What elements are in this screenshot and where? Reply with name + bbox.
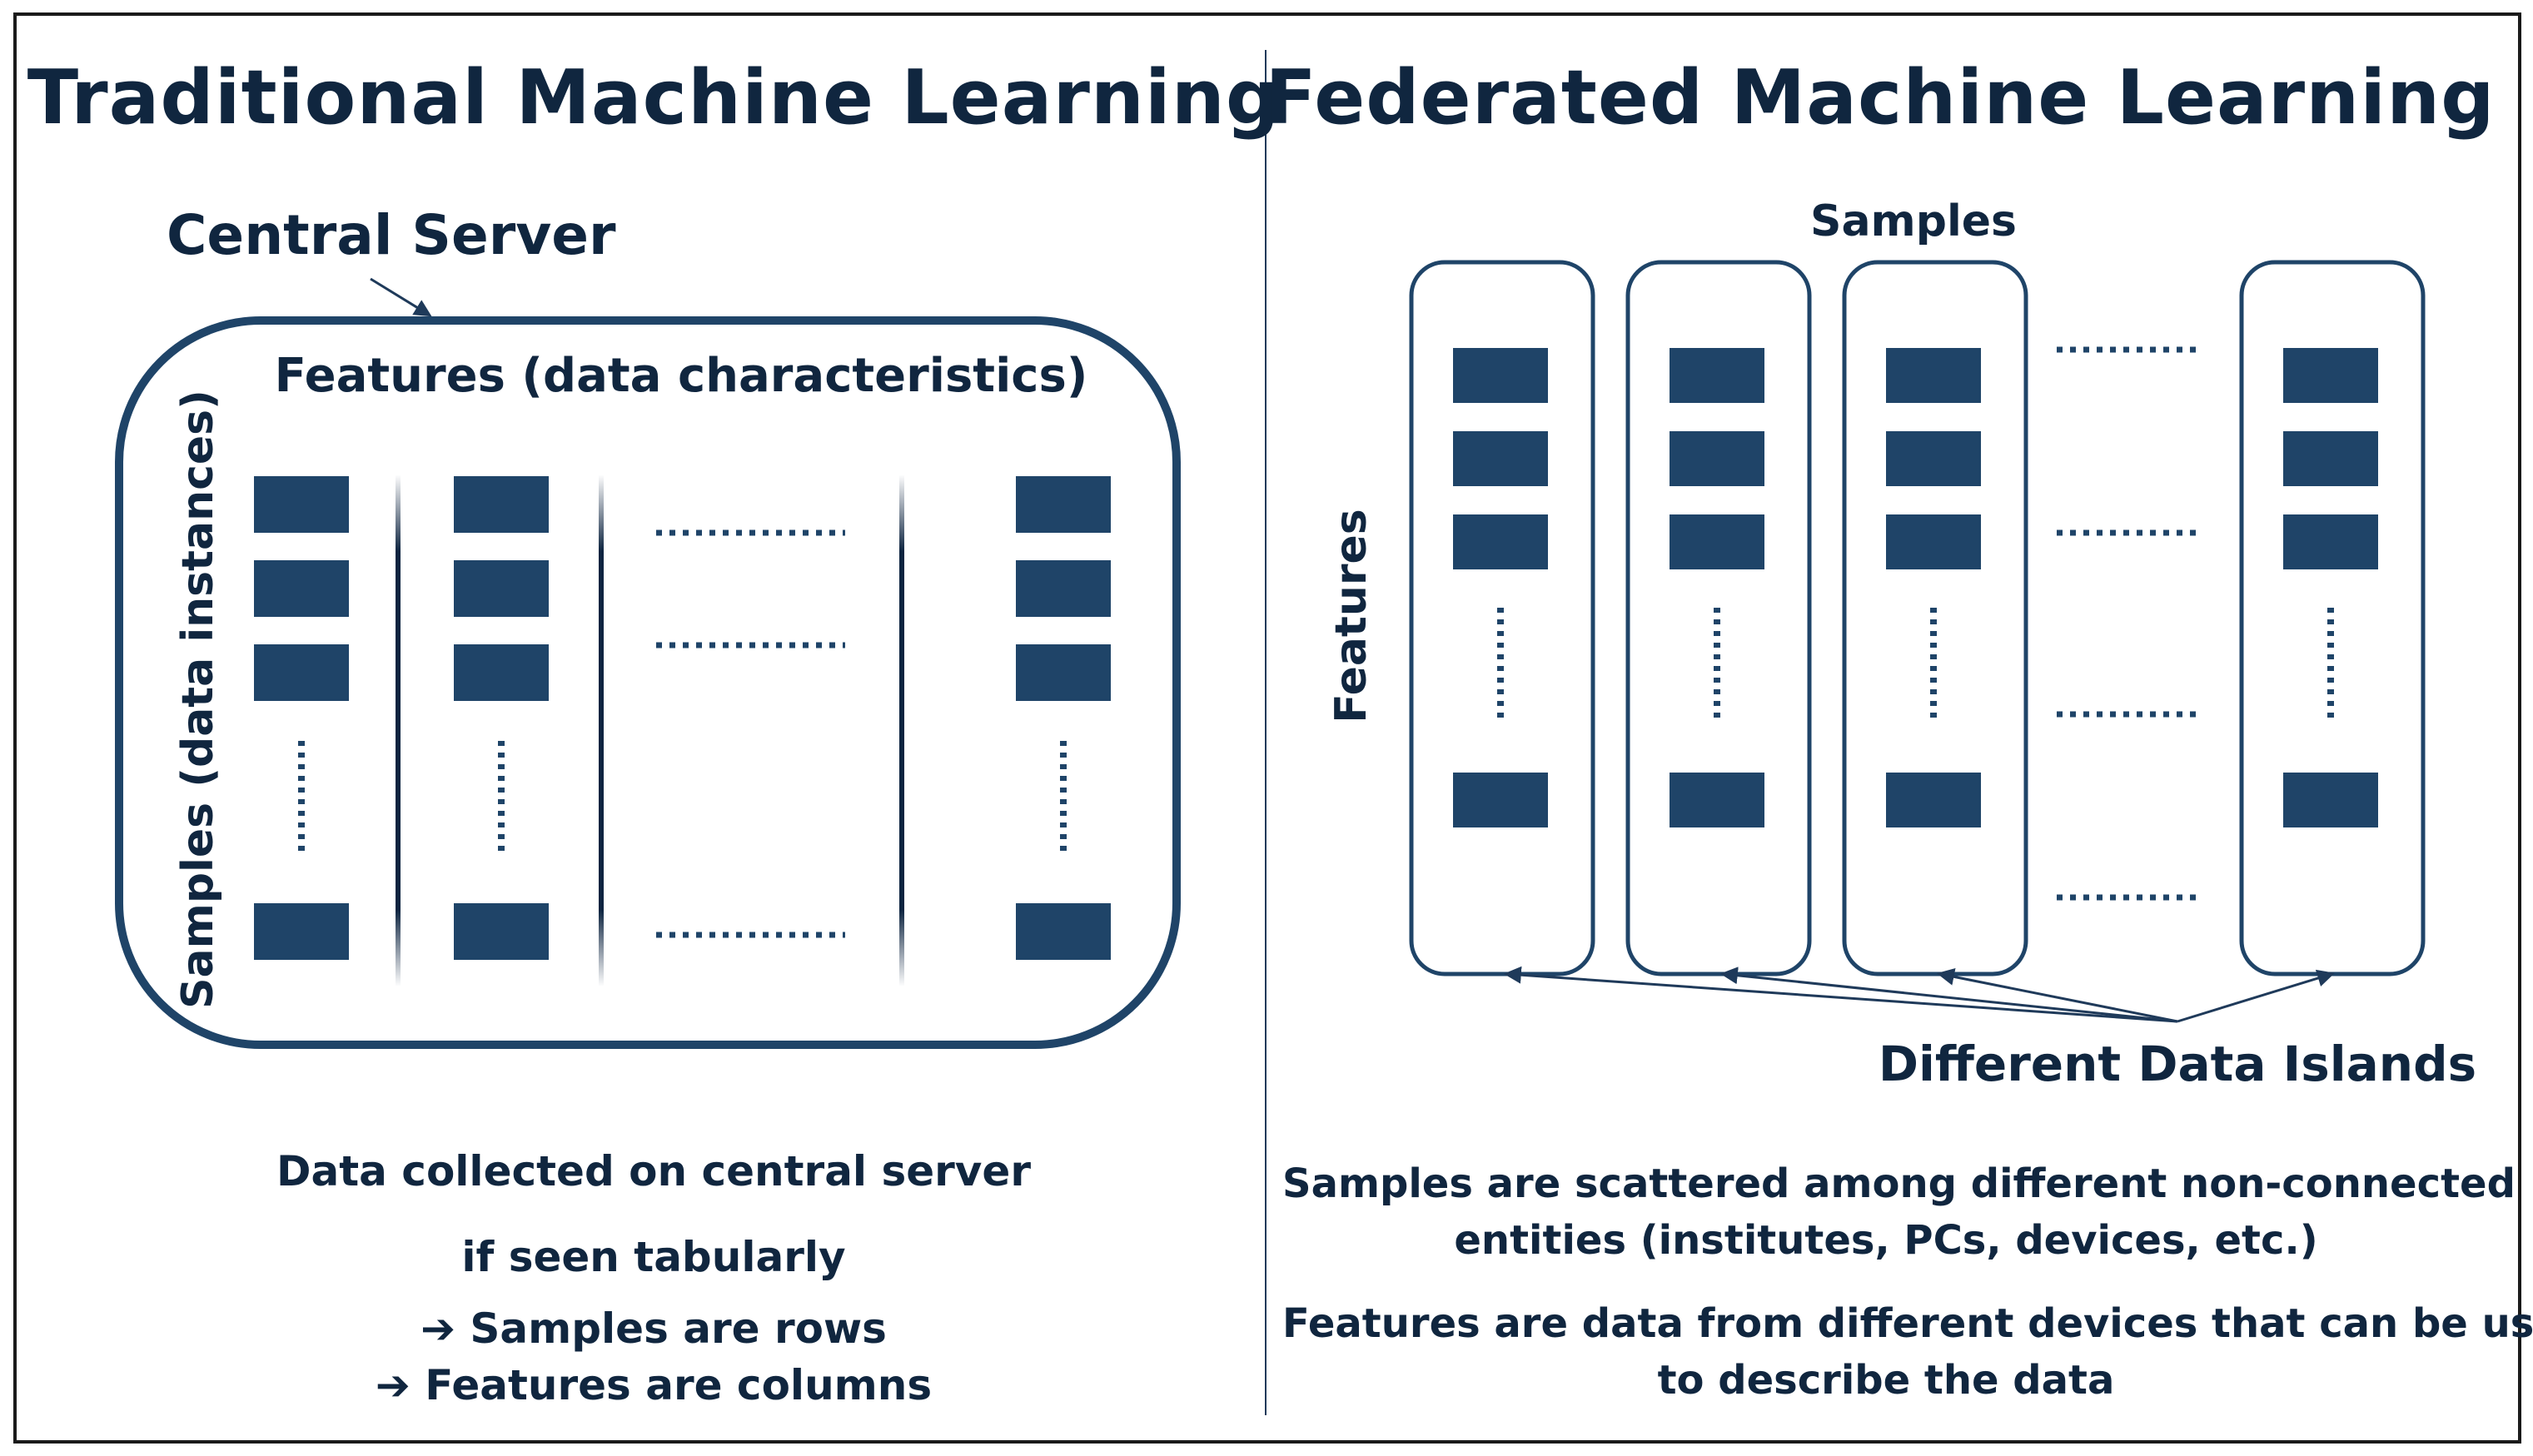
data-block <box>254 476 349 533</box>
column-separator <box>899 475 904 986</box>
caption-line: Features are columns <box>425 1361 933 1409</box>
data-block <box>1016 903 1111 960</box>
data-block <box>2283 773 2378 827</box>
caption-line: if seen tabularly <box>461 1233 846 1281</box>
data-block <box>254 644 349 701</box>
data-islands <box>1409 260 2426 976</box>
data-block <box>2283 348 2378 403</box>
right-arrow-icon: ➔ <box>421 1304 455 1353</box>
data-block <box>1886 514 1981 569</box>
data-block <box>1453 773 1548 827</box>
data-block <box>1670 348 1764 403</box>
federated-caption: Samples are scattered among different no… <box>1282 1155 2533 1409</box>
server-pointer <box>370 277 432 317</box>
data-block <box>254 560 349 617</box>
data-island <box>1409 260 1595 976</box>
traditional-caption: Data collected on central server if seen… <box>154 1140 1153 1414</box>
data-island <box>1842 260 2028 976</box>
caption-line: to describe the data <box>1657 1357 2115 1404</box>
caption-line: entities (institutes, PCs, devices, etc.… <box>1454 1217 2318 1264</box>
data-block <box>1670 431 1764 486</box>
samples-header: Samples <box>1810 196 2017 246</box>
data-block <box>454 644 549 701</box>
data-block <box>454 903 549 960</box>
data-block <box>1453 431 1548 486</box>
data-block <box>2283 514 2378 569</box>
federated-title: Federated Machine Learning <box>1265 54 2495 142</box>
data-block <box>1670 773 1764 827</box>
data-block <box>1016 560 1111 617</box>
caption-line: Data collected on central server <box>276 1147 1031 1195</box>
features-axis-label: Features <box>1326 509 1376 723</box>
data-block <box>1453 348 1548 403</box>
data-block <box>1016 476 1111 533</box>
data-block <box>1016 644 1111 701</box>
feature-columns <box>254 475 1111 986</box>
column-separator <box>396 475 401 986</box>
caption-line: Features are data from different devices… <box>1282 1300 2533 1347</box>
data-block <box>454 560 549 617</box>
data-block <box>254 903 349 960</box>
caption-line: Samples are scattered among different no… <box>1282 1160 2516 1207</box>
islands-label: Different Data Islands <box>1879 1036 2476 1092</box>
data-block <box>1886 773 1981 827</box>
data-block <box>2283 431 2378 486</box>
outer-frame <box>13 12 2521 1444</box>
central-server-box <box>115 316 1181 1049</box>
column-separator <box>599 475 604 986</box>
data-block <box>1670 514 1764 569</box>
data-island <box>1625 260 1812 976</box>
data-block <box>1886 348 1981 403</box>
island-pointers <box>1503 966 2336 1023</box>
features-label: Features (data characteristics) <box>275 349 1088 403</box>
traditional-title: Traditional Machine Learning <box>27 54 1281 142</box>
data-block <box>1886 431 1981 486</box>
samples-label: Samples (data instances) <box>173 390 223 1009</box>
right-arrow-icon: ➔ <box>375 1361 411 1409</box>
data-block <box>454 476 549 533</box>
data-block <box>1453 514 1548 569</box>
caption-line: Samples are rows <box>470 1304 887 1353</box>
central-server-label: Central Server <box>167 203 616 267</box>
